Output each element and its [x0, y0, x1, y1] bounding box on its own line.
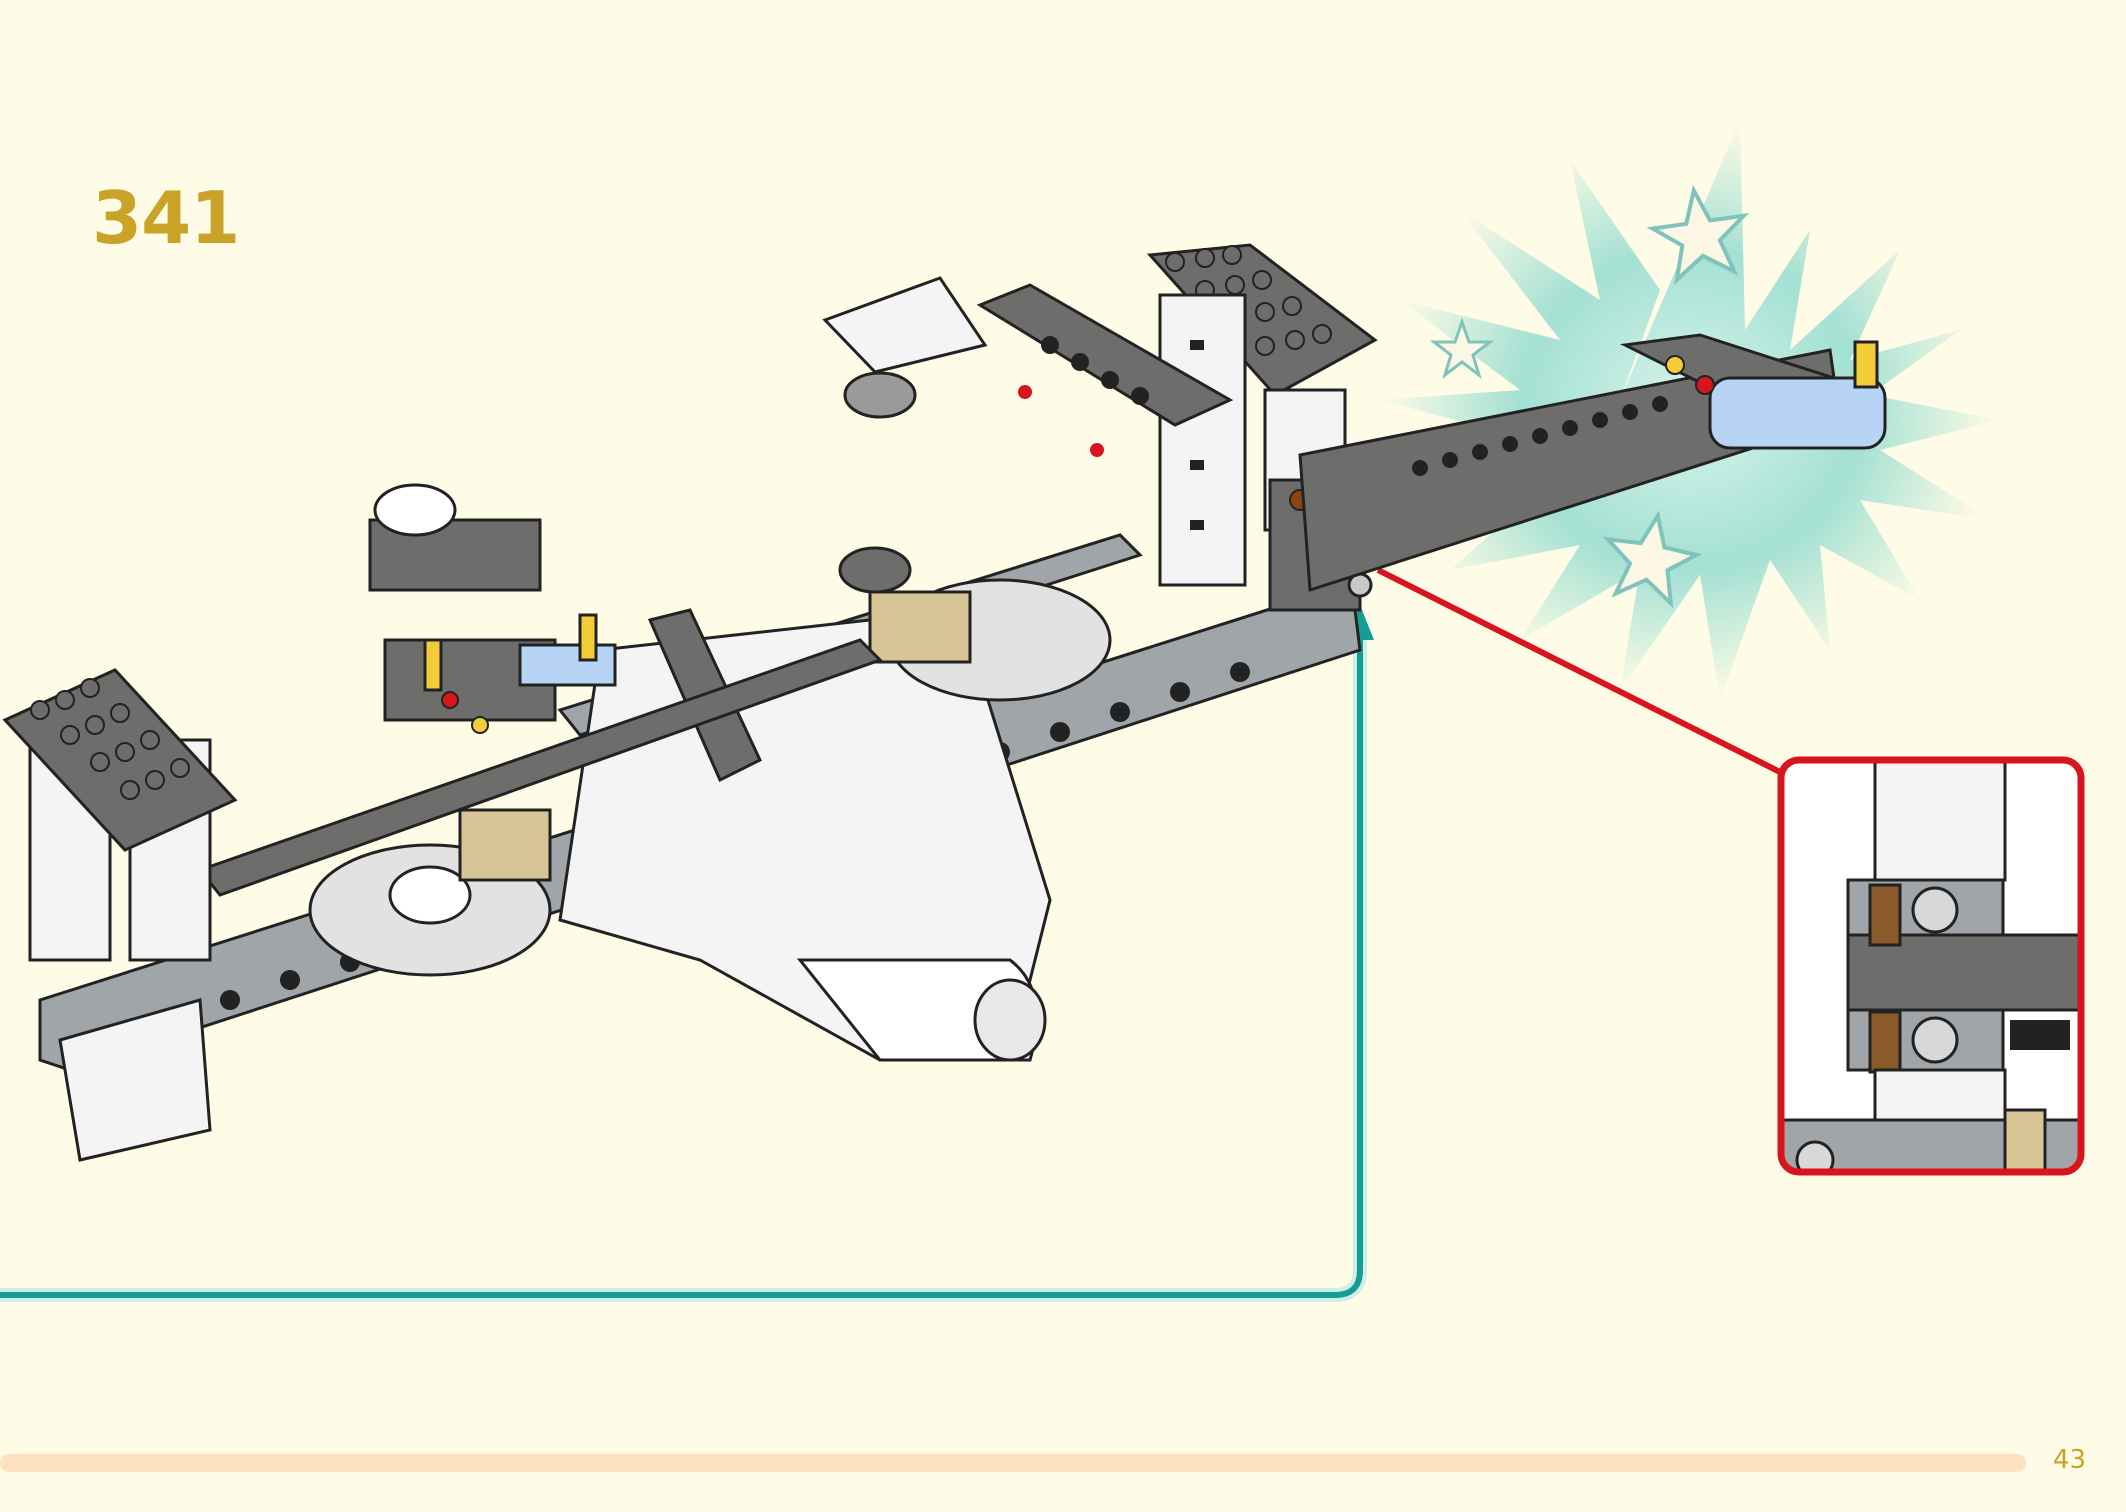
star-icon: [1646, 184, 1750, 285]
callout-pointer-line: [1376, 567, 1786, 777]
page-number: 43: [2052, 1445, 2086, 1475]
star-icon: [1602, 510, 1703, 609]
lego-model: [2, 243, 1887, 1162]
step-number: 341: [92, 176, 240, 260]
callout-detail: [1777, 756, 2085, 1176]
star-icon: [1429, 317, 1495, 380]
page-progress-bar: [0, 1454, 2026, 1472]
